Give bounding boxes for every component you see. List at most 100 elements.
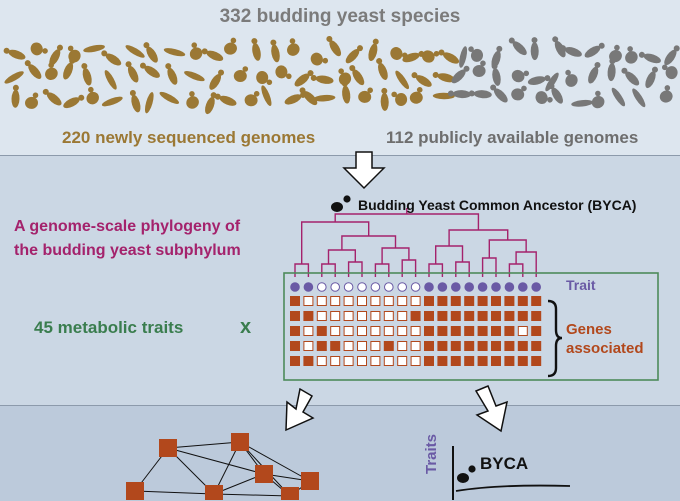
genes-associated-label: Genes associated [566, 320, 644, 358]
yeast-cell-new [244, 90, 260, 107]
yeast-cell-new [104, 70, 117, 90]
yeast-cell-public [588, 61, 601, 84]
yeast-cell-new [261, 85, 272, 106]
yeast-cell-new [395, 70, 410, 90]
gene-absent-cell [357, 326, 367, 336]
yeast-cell-new [313, 94, 336, 102]
trait-absent-dot [384, 282, 394, 292]
network-node [301, 472, 319, 490]
yeast-cell-new [129, 90, 141, 113]
yeast-cell-public [645, 66, 658, 89]
trait-absent-dot [330, 282, 341, 292]
yeast-cell-new [358, 87, 373, 103]
yeast-cell-public [559, 45, 582, 57]
yeast-cell-public [659, 85, 673, 103]
gene-present-cell [504, 296, 515, 306]
trait-present-dot [303, 282, 314, 292]
genes-label-line1: Genes [566, 321, 612, 338]
gene-present-cell [290, 296, 300, 306]
network-edge [134, 490, 215, 495]
byca-bottom-yeast-icon [457, 465, 476, 483]
yeast-cell-new [326, 35, 342, 57]
gene-present-cell [437, 326, 448, 336]
gene-present-cell [491, 311, 501, 321]
yeast-cell-new [81, 63, 92, 86]
yeast-cell-public [527, 75, 551, 85]
public-genomes-label: 112 publicly available genomes [386, 128, 639, 147]
yeast-cell-public [607, 58, 616, 82]
gene-absent-cell [370, 296, 381, 306]
metabolic-traits-label: 45 metabolic traits [34, 318, 184, 337]
down-arrow-top [342, 151, 386, 190]
gene-present-cell [531, 311, 542, 321]
yeast-cell-public [530, 37, 539, 61]
trait-absent-dot [317, 282, 327, 292]
yeast-cell-public [508, 37, 527, 56]
gene-absent-cell [343, 341, 354, 351]
yeast-cell-new [376, 58, 388, 80]
gene-present-cell [531, 356, 542, 366]
new-genome-yeast-cells [3, 35, 460, 115]
times-symbol: x [240, 316, 252, 338]
trait-absent-dot [357, 282, 367, 292]
yeast-cell-new [345, 45, 364, 64]
genes-label-line2: associated [566, 340, 644, 357]
gene-absent-cell [410, 341, 421, 351]
yeast-cell-new [4, 71, 24, 84]
yeast-cell-new [432, 71, 456, 83]
yeast-cell-new [144, 92, 154, 114]
phylogeny-title-line2: the budding yeast subphylum [14, 242, 241, 259]
trait-absent-dot [397, 282, 408, 292]
network-node [159, 439, 177, 457]
yeast-cell-public [591, 90, 605, 109]
yeast-cell-public [459, 46, 468, 68]
species-count-title: 332 budding yeast species [219, 6, 461, 27]
matrix-frame [283, 272, 659, 381]
gene-present-cell [531, 341, 542, 351]
network-node [231, 433, 249, 451]
yeast-cell-new [402, 50, 425, 63]
yeast-cell-new [63, 94, 85, 109]
gene-present-cell [477, 311, 488, 321]
gene-absent-cell [343, 296, 354, 306]
yeast-cell-new [287, 38, 300, 56]
yeast-cell-public [468, 90, 492, 99]
public-genome-yeast-cells [447, 36, 680, 109]
yeast-cell-new [139, 62, 160, 78]
trait-present-dot [531, 282, 542, 292]
gene-absent-cell [383, 296, 394, 306]
gene-present-cell [477, 341, 488, 351]
trait-absent-dot [410, 282, 421, 292]
gene-present-cell [477, 326, 488, 336]
yeast-cell-new [251, 38, 261, 61]
yeast-cell-new [201, 48, 224, 61]
yeast-cell-public [632, 88, 646, 108]
gene-present-cell [303, 356, 314, 366]
yeast-cell-public [621, 67, 640, 86]
yeast-cell-public [625, 46, 638, 64]
gene-absent-cell [357, 311, 367, 321]
yeast-cell-public [661, 64, 678, 80]
yeast-cell-public [535, 91, 553, 105]
gene-absent-cell [370, 326, 381, 336]
trait-present-dot [424, 282, 434, 292]
gene-present-cell [316, 341, 327, 351]
yeast-cell-public [664, 45, 680, 66]
gene-present-cell [290, 326, 300, 336]
gene-absent-cell [383, 326, 394, 336]
gene-absent-cell [410, 356, 421, 366]
gene-absent-cell [357, 341, 367, 351]
yeast-cell-public [468, 46, 484, 62]
yeast-cell-new [143, 42, 158, 63]
yeast-cell-new [11, 84, 20, 108]
gene-absent-cell [316, 356, 327, 366]
phylogeny-tree [294, 208, 537, 277]
yeast-cell-new [409, 87, 423, 104]
yeast-cell-public [451, 65, 470, 84]
gene-absent-cell [343, 326, 354, 336]
yeast-cell-public [490, 84, 508, 103]
trait-present-dot [491, 282, 501, 292]
traits-axis-label: Traits [423, 433, 440, 474]
trait-gene-matrix [290, 282, 542, 366]
